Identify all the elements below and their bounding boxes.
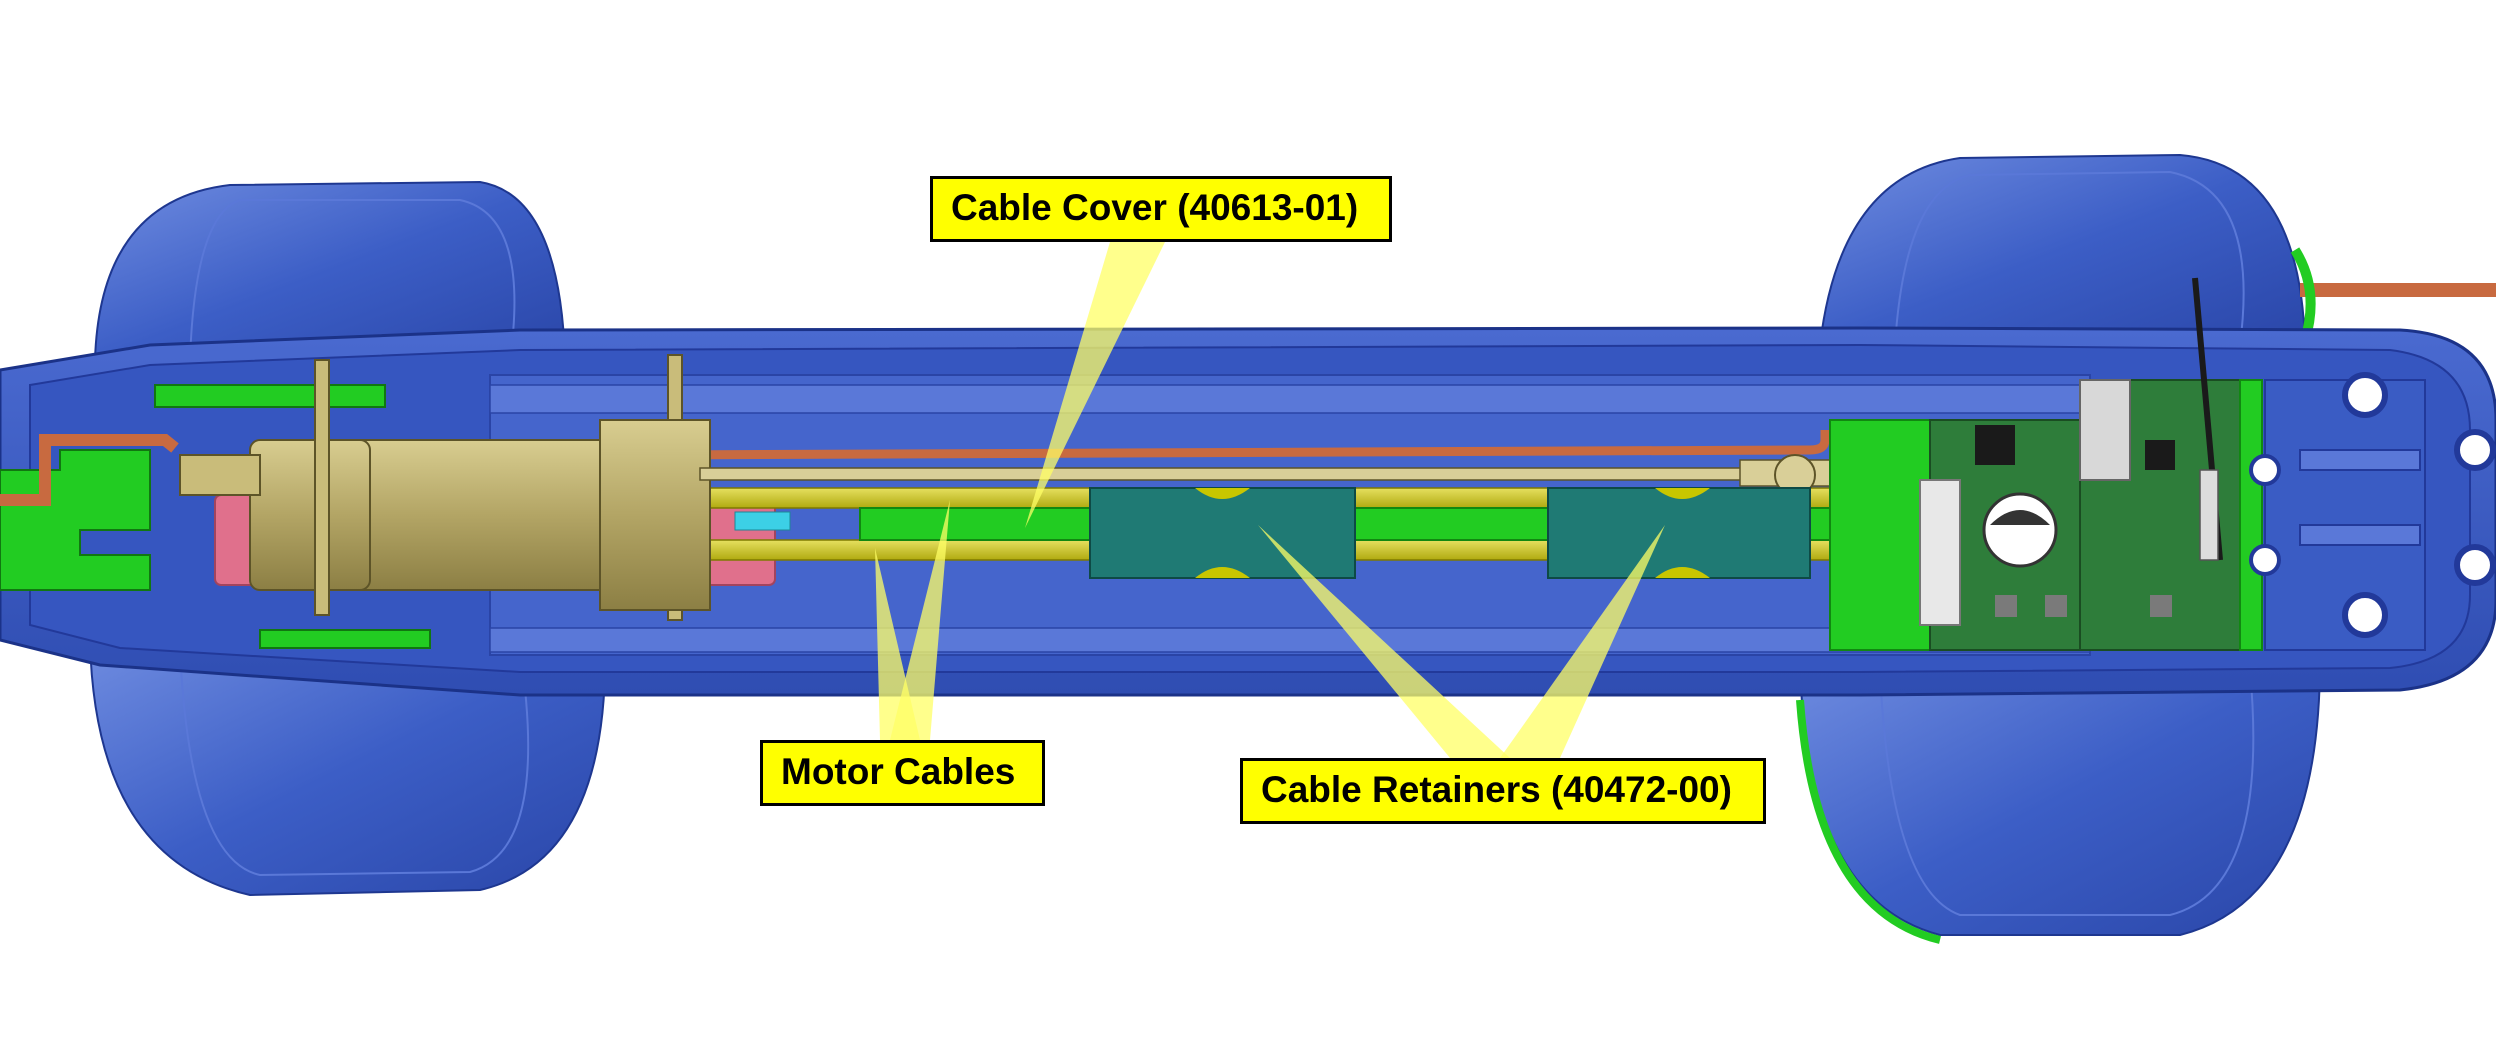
pcb-board bbox=[1829, 277, 2263, 651]
cable-cover-callout: Cable Cover (40613-01) bbox=[930, 176, 1392, 242]
left-top-pod bbox=[93, 180, 567, 361]
cable-cover-pointer bbox=[1025, 242, 1165, 528]
left-copper-wire bbox=[0, 434, 179, 506]
right-bottom-pod bbox=[1796, 659, 2322, 944]
cable-retainers-callout: Cable Retainers (40472-00) bbox=[1240, 758, 1766, 824]
motor-cables-pointers bbox=[875, 500, 950, 740]
cable-retainers-pointers bbox=[1258, 525, 1665, 758]
right-end-clips bbox=[2249, 372, 2496, 651]
long-copper-wire bbox=[659, 430, 1830, 460]
right-top-pod bbox=[1818, 153, 2307, 346]
motor-cables-callout: Motor Cables bbox=[760, 740, 1045, 806]
cyan-part bbox=[734, 511, 791, 531]
left-bottom-pod bbox=[88, 639, 607, 897]
